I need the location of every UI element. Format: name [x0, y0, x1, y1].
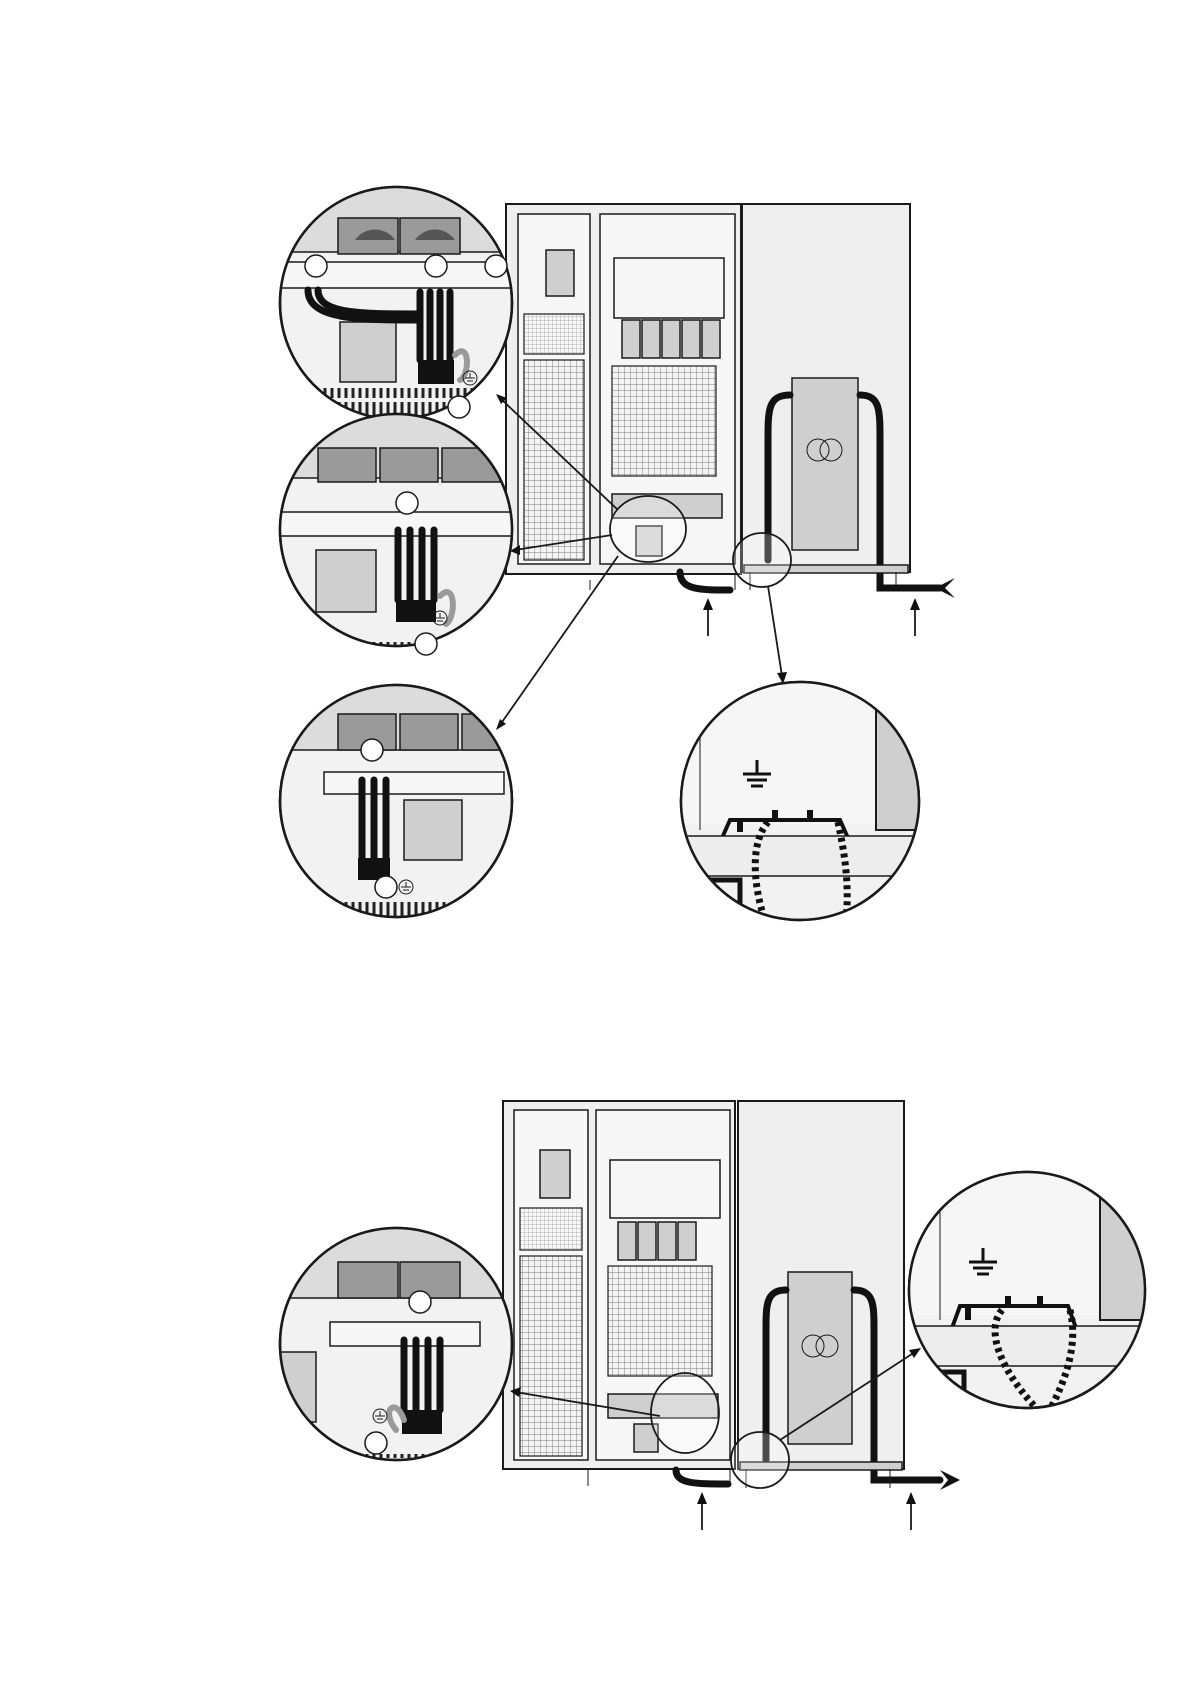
spot-pe	[733, 533, 791, 587]
arrow-icon	[697, 1492, 707, 1530]
spot-terminal	[651, 1373, 719, 1453]
arrow-icon	[703, 598, 713, 636]
magnifier-terminal-left	[270, 186, 530, 424]
magnifier-terminal-middle	[270, 414, 530, 660]
spot-terminal	[610, 496, 686, 562]
lower-view	[270, 1101, 1160, 1530]
magnifier-terminal-bottom	[270, 684, 530, 924]
arrow-icon	[910, 598, 920, 636]
upper-view	[270, 186, 955, 930]
magnifier-terminal-lower	[270, 1228, 530, 1474]
arrow-icon	[906, 1492, 916, 1530]
transformer-cabinet-upper	[742, 204, 930, 590]
magnifier-pe-upper	[670, 680, 936, 930]
arrow-icon	[935, 578, 955, 598]
magnifier-pe-lower	[900, 1170, 1160, 1410]
